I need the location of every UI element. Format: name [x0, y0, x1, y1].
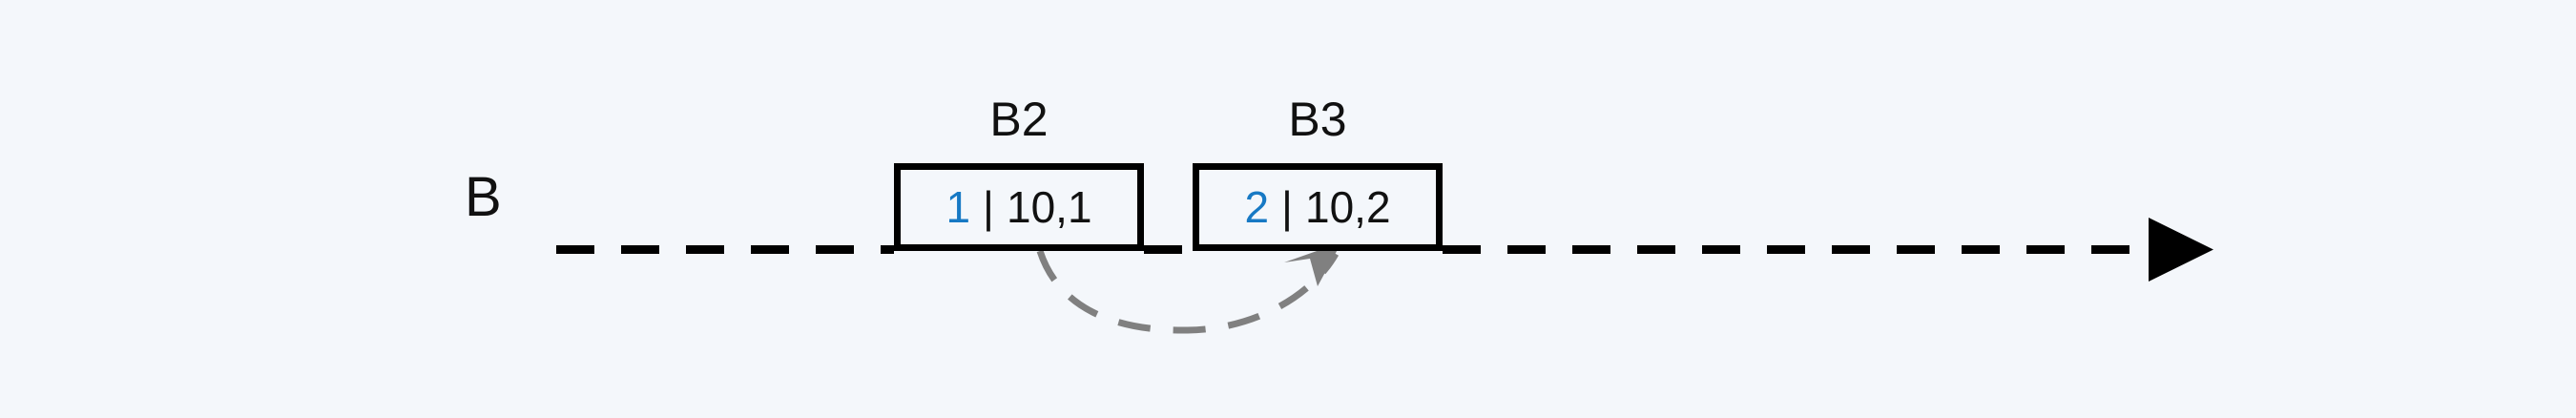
event-separator-b2: | — [983, 182, 994, 232]
event-box-b3[interactable]: 2 | 10,2 — [1193, 163, 1443, 251]
event-value-b3: 10,2 — [1305, 182, 1391, 232]
timeline-arrowhead-icon — [2149, 218, 2213, 282]
event-separator-b3: | — [1281, 182, 1293, 232]
event-index-b3: 2 — [1244, 182, 1270, 232]
event-index-b2: 1 — [945, 182, 971, 232]
event-caption-b3: B3 — [1288, 93, 1347, 146]
event-caption-b2: B2 — [989, 93, 1049, 146]
event-box-b2[interactable]: 1 | 10,1 — [894, 163, 1144, 251]
event-box-b2-content: 1 | 10,1 — [945, 185, 1091, 229]
lane-label-b: B — [465, 166, 502, 228]
event-value-b2: 10,1 — [1007, 182, 1092, 232]
relation-arrowhead-icon — [1284, 242, 1341, 286]
event-box-b3-content: 2 | 10,2 — [1244, 185, 1390, 229]
relation-curve-b2-to-b3 — [1036, 249, 1340, 334]
